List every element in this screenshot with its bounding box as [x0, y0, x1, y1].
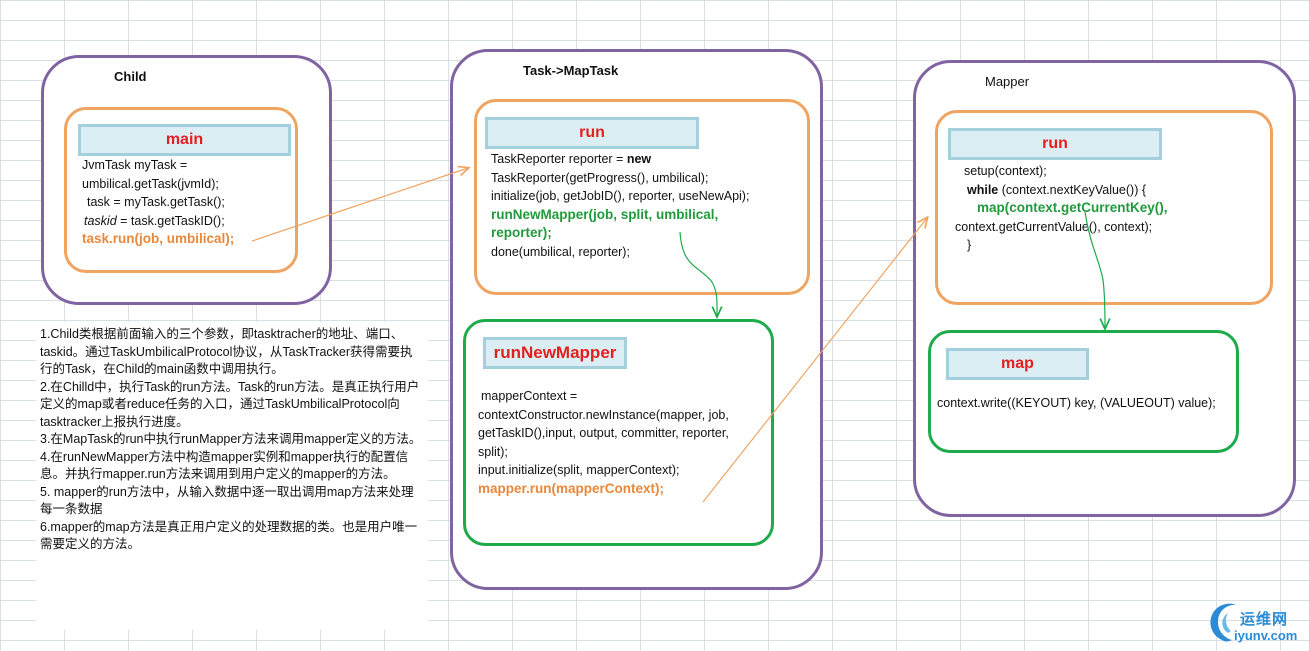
code-line: mapperContext = — [481, 389, 578, 403]
code-line: split); — [478, 444, 508, 459]
code-var: taskid — [84, 213, 117, 228]
mapper-map-label: map — [946, 348, 1089, 380]
code-line: umbilical.getTask(jvmId); — [82, 176, 219, 191]
code-line: done(umbilical, reporter); — [491, 244, 630, 259]
code-line: TaskReporter(getProgress(), umbilical); — [491, 170, 709, 185]
mapper-title: Mapper — [985, 74, 1030, 89]
code-line: context.getCurrentValue(), context); — [955, 219, 1153, 234]
explanation-notes: 1.Child类根据前面输入的三个参数，即tasktracher的地址、端口、t… — [36, 322, 428, 630]
runnewmapper-label: runNewMapper — [483, 337, 627, 369]
child-title: Child — [114, 69, 147, 84]
code-line: reporter); — [491, 225, 552, 240]
code-line: setup(context); — [964, 164, 1047, 178]
logo-text-en: iyunv.com — [1234, 628, 1298, 643]
code-line: while (context.nextKeyValue()) { — [955, 181, 1168, 200]
mapper-run-code: setup(context); while (context.nextKeyVa… — [955, 162, 1168, 255]
code-line: map(context.getCurrentKey(), — [977, 200, 1168, 215]
note-item: 5. mapper的run方法中，从输入数据中逐一取出调用map方法来处理每一条… — [40, 484, 414, 517]
maptask-run-code: TaskReporter reporter = new TaskReporter… — [491, 150, 749, 261]
code-line: contextConstructor.newInstance(mapper, j… — [478, 407, 729, 422]
mapper-map-code: context.write((KEYOUT) key, (VALUEOUT) v… — [937, 396, 1216, 410]
code-line: mapper.run(mapperContext); — [478, 480, 665, 496]
arrow-child-to-maptask — [251, 168, 468, 242]
code-line: initialize(job, getJobID(), reporter, us… — [491, 189, 750, 203]
code-line: TaskReporter reporter = new — [491, 150, 749, 169]
arrow-mapper-run-to-map — [1084, 211, 1105, 328]
child-main-code: JvmTask myTask = umbilical.getTask(jvmId… — [82, 156, 234, 249]
note-item: 3.在MapTask的run中执行runMapper方法来调用mapper定义的… — [40, 432, 422, 446]
note-item: 2.在Chilld中，执行Task的run方法。Task的run方法。是真正执行… — [40, 379, 420, 429]
code-keyword: new — [626, 152, 652, 166]
code-line: task.run(job, umbilical); — [82, 231, 235, 246]
code-line: runNewMapper(job, split, umbilical, — [491, 206, 719, 222]
runnewmapper-code: mapperContext = contextConstructor.newIn… — [478, 387, 729, 498]
code-text: = task.getTaskID(); — [116, 213, 225, 228]
site-logo-icon — [1210, 603, 1236, 642]
arrow-run-to-runnewmapper — [679, 231, 717, 316]
code-line: taskid = task.getTaskID(); — [82, 212, 234, 231]
code-text: TaskReporter reporter = — [491, 152, 627, 166]
logo-text-cn: 运维网 — [1240, 611, 1289, 628]
maptask-run-label: run — [485, 117, 699, 149]
mapper-run-label: run — [948, 128, 1162, 160]
code-line: getTaskID(),input, output, committer, re… — [478, 426, 729, 440]
note-item: 6.mapper的map方法是真正用户定义的处理数据的类。也是用户唯一需要定义的… — [40, 519, 418, 552]
code-keyword: while — [967, 182, 999, 197]
child-main-label: main — [78, 124, 291, 156]
maptask-title: Task->MapTask — [523, 63, 619, 78]
code-line: JvmTask myTask = — [82, 158, 188, 172]
code-line: task = myTask.getTask(); — [87, 195, 225, 209]
code-line: } — [967, 238, 972, 252]
code-text: (context.nextKeyValue()) { — [998, 182, 1147, 197]
code-line: input.initialize(split, mapperContext); — [478, 463, 680, 477]
note-item: 1.Child类根据前面输入的三个参数，即tasktracher的地址、端口、t… — [40, 327, 413, 376]
arrow-runnewmapper-to-mapper — [702, 218, 927, 503]
note-item: 4.在runNewMapper方法中构造mapper实例和mapper执行的配置… — [40, 449, 409, 482]
